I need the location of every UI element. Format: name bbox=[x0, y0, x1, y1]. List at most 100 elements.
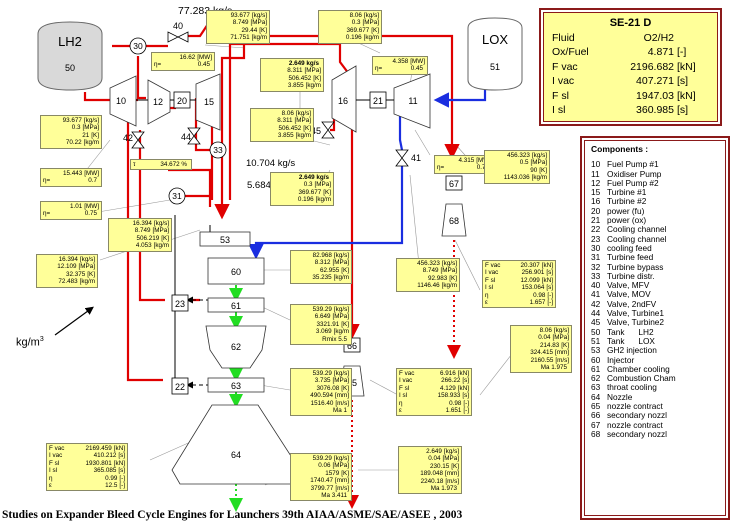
component-number: 21 bbox=[591, 215, 601, 226]
data-row-unit: [kg/s] bbox=[531, 152, 547, 159]
component-number: 23 bbox=[591, 233, 601, 244]
data-row-unit: [-] bbox=[547, 299, 553, 307]
data-row: 2.649[kg/s] bbox=[401, 448, 459, 455]
data-row-value: 72.483 bbox=[58, 278, 78, 286]
data-row-unit: [kN] bbox=[113, 445, 125, 452]
data-row-unit: [MPa] bbox=[152, 227, 169, 235]
data-box: 8.06[kg/s]0.3[MPa]369.677[K]0.196[kg/m bbox=[318, 10, 382, 44]
data-row-value: 93.677 bbox=[62, 117, 82, 124]
component-number: 60 bbox=[591, 354, 601, 365]
data-row-unit: [MPa] bbox=[440, 267, 457, 275]
component-number: 10 bbox=[591, 159, 601, 170]
data-row-value: 0.7 bbox=[88, 177, 97, 185]
data-row-value: 3.069 bbox=[315, 328, 332, 336]
data-row: 8.06[kg/s] bbox=[513, 327, 569, 334]
data-row-unit: [kg/m bbox=[333, 274, 349, 282]
data-row: 490.594[mm] bbox=[293, 392, 349, 399]
data-row-unit: [K] bbox=[371, 26, 379, 34]
valve-mfv bbox=[167, 31, 189, 43]
throat-cooling bbox=[207, 377, 265, 393]
lox-tank-name: LOX bbox=[482, 32, 508, 47]
data-row-value: 369.677 bbox=[298, 188, 322, 196]
data-row-value: 0.196 bbox=[345, 34, 362, 42]
data-row-unit: [mm] bbox=[445, 470, 459, 478]
data-row-value: 1930.801 bbox=[85, 459, 112, 467]
summary-row-value: 2196.682 bbox=[630, 60, 674, 73]
data-row-unit: [kg/m bbox=[531, 174, 547, 182]
data-row-label: ε bbox=[399, 407, 402, 415]
data-row: 3.735[MPa] bbox=[293, 377, 349, 384]
data-row-unit: [kN] bbox=[113, 459, 125, 467]
data-row: 0.5[MPa] bbox=[487, 159, 547, 166]
id-53: 53 bbox=[220, 235, 230, 245]
data-row-unit: [K] bbox=[539, 166, 547, 174]
data-row-value: Rmix 5.5 bbox=[322, 335, 347, 343]
chamber-stack bbox=[171, 203, 467, 485]
data-row-unit: [kN] bbox=[541, 276, 553, 284]
data-row-value: 4.358 bbox=[392, 58, 409, 65]
data-row-value: 6.916 bbox=[440, 370, 456, 377]
data-row-value: 506.452 bbox=[278, 124, 302, 132]
id-21: 21 bbox=[373, 96, 383, 106]
data-row-value: 0.06 bbox=[318, 462, 331, 470]
data-row-value: 539.29 bbox=[312, 306, 332, 313]
component-number: 16 bbox=[591, 196, 601, 207]
data-row-value: 539.29 bbox=[312, 370, 332, 377]
data-row-unit: [K] bbox=[87, 270, 95, 278]
data-box: 539.29[kg/s]3.735[MPa]3076.08[K]490.594[… bbox=[290, 368, 352, 417]
data-row-value: 2.649 bbox=[426, 448, 442, 455]
data-row-value: 506.452 bbox=[288, 74, 312, 82]
data-row: 8.749[MPa] bbox=[111, 227, 169, 234]
data-row: 3076.08[K] bbox=[293, 385, 349, 392]
data-row: 92.983[K] bbox=[399, 275, 457, 282]
summary-row-unit: [kN] bbox=[677, 89, 696, 102]
dotted-exhaust bbox=[345, 240, 461, 509]
data-row-unit: [mm] bbox=[335, 477, 349, 485]
data-row: 71.751[kg/m bbox=[209, 34, 267, 41]
data-row-label: F vac bbox=[485, 262, 501, 269]
component-name: Turbine #1 bbox=[607, 187, 647, 198]
data-row-value: 1579 bbox=[325, 469, 340, 477]
data-row-label bbox=[154, 54, 176, 61]
component-number: 20 bbox=[591, 205, 601, 216]
data-row-label: η= bbox=[43, 210, 51, 218]
component-name: Fuel Pump #1 bbox=[607, 159, 659, 170]
data-box: 2.649[kg/s]0.04[MPa]230.15[K]189.048[mm]… bbox=[398, 446, 462, 495]
data-row-value: 3799.77 bbox=[310, 484, 334, 492]
data-row-value: 71.751 bbox=[230, 34, 250, 42]
density-callout-arrow bbox=[54, 306, 94, 336]
data-row: 16.394[kg/s] bbox=[111, 220, 169, 227]
data-row-value: 158.933 bbox=[437, 392, 461, 400]
data-row-value: 12.109 bbox=[57, 263, 77, 271]
data-row-value: 8.06 bbox=[349, 12, 362, 19]
data-row-value: 2169.459 bbox=[85, 445, 112, 452]
data-row-label: η= bbox=[43, 177, 51, 185]
data-row: 2.649 kg/s bbox=[263, 60, 321, 67]
data-row-value: 1.01 bbox=[70, 203, 83, 210]
data-row-value: 0.3 bbox=[351, 19, 361, 27]
id-16: 16 bbox=[338, 96, 348, 106]
data-box: 4.315[MW]η=0.76 bbox=[434, 155, 494, 174]
component-name: Turbine distr. bbox=[607, 270, 655, 281]
data-row-label: I vac bbox=[49, 452, 63, 460]
data-row-unit: [MW] bbox=[410, 58, 425, 65]
data-row-unit: [s] bbox=[118, 467, 125, 475]
data-box: 93.677[kg/s]8.749[MPa]29.44[K]71.751[kg/… bbox=[206, 10, 270, 44]
data-row-unit: [kg/m bbox=[441, 282, 457, 290]
data-row-label: ε bbox=[485, 299, 488, 307]
data-row-label: F vac bbox=[49, 445, 65, 452]
id-23: 23 bbox=[175, 299, 185, 309]
component-name: Tank LOX bbox=[607, 335, 655, 346]
turbine-1 bbox=[195, 73, 221, 131]
data-row: 1516.40[m/s] bbox=[293, 400, 349, 407]
id-10: 10 bbox=[116, 96, 126, 106]
data-row: 230.15[K] bbox=[401, 463, 459, 470]
id-60: 60 bbox=[231, 267, 241, 277]
